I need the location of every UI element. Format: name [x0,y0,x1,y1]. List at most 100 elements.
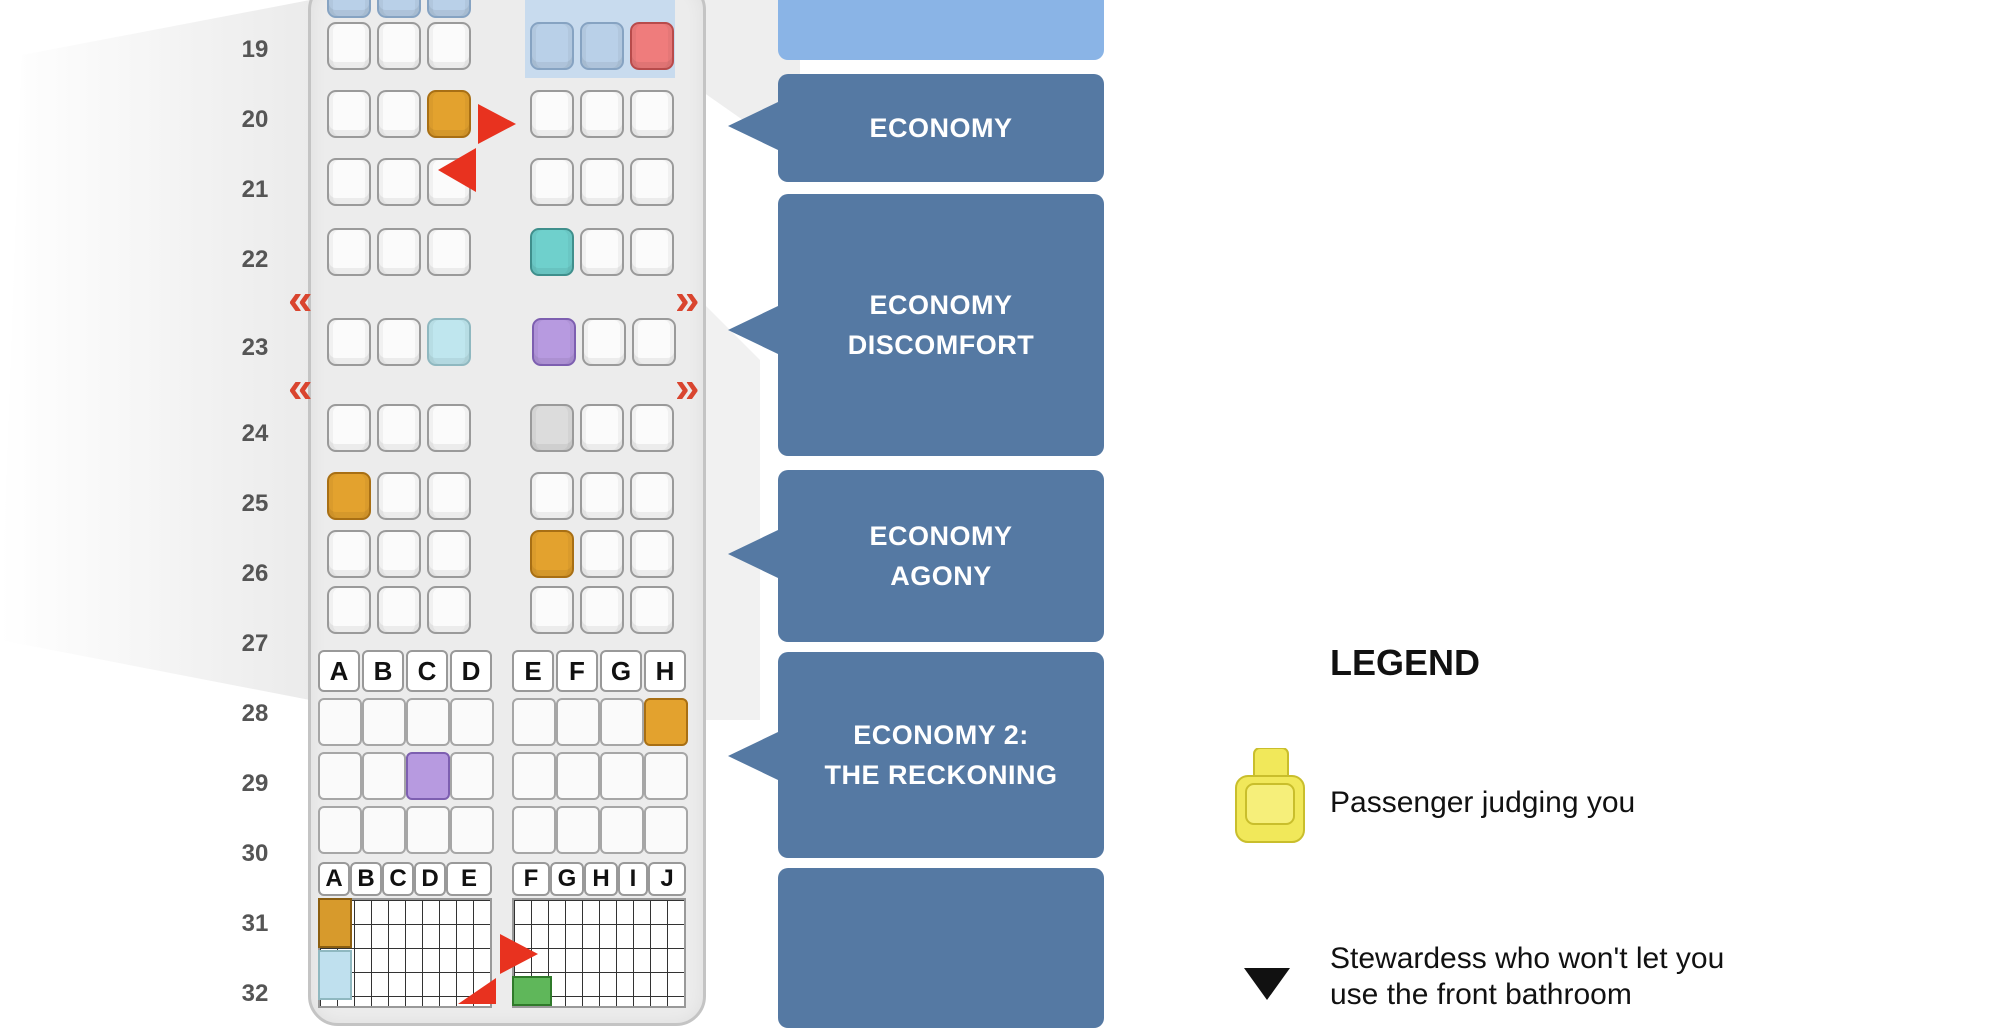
seat[interactable] [427,530,471,578]
seat[interactable] [362,698,406,746]
seat[interactable] [450,752,494,800]
seat[interactable] [327,530,371,578]
seat[interactable] [327,90,371,138]
seat[interactable] [327,228,371,276]
seat[interactable] [377,158,421,206]
column-header: B [350,862,382,896]
seat[interactable] [377,22,421,70]
seat[interactable] [530,22,574,70]
seat[interactable] [406,698,450,746]
seat[interactable] [556,698,600,746]
seat[interactable] [644,698,688,746]
seat[interactable] [530,404,574,452]
seat[interactable] [427,318,471,366]
seat[interactable] [318,806,362,854]
row-number: 19 [241,36,269,63]
seat[interactable] [377,586,421,634]
seat[interactable] [327,586,371,634]
seat[interactable] [512,806,556,854]
seat[interactable] [532,318,576,366]
section-pointer [728,732,778,780]
seat[interactable] [582,318,626,366]
seat[interactable] [327,318,371,366]
seat[interactable] [630,90,674,138]
seat[interactable] [377,404,421,452]
seat[interactable] [530,530,574,578]
seat[interactable] [556,806,600,854]
seat[interactable] [580,472,624,520]
seat[interactable] [580,90,624,138]
exit-row-left-marker: « [288,275,313,324]
seat[interactable] [512,976,552,1006]
seat[interactable] [530,158,574,206]
seat[interactable] [630,530,674,578]
seat[interactable] [427,0,471,18]
seat[interactable] [530,586,574,634]
stewardess-marker-icon [438,148,476,192]
row-number: 20 [241,106,269,133]
column-header: C [382,862,414,896]
seat[interactable] [530,228,574,276]
seat[interactable] [377,472,421,520]
row-number: 28 [241,700,269,727]
seat[interactable] [318,898,352,948]
seat[interactable] [630,158,674,206]
seat[interactable] [580,586,624,634]
section-panel-economy-discomfort: ECONOMY DISCOMFORT [778,194,1104,456]
section-panel-economy-agony: ECONOMY AGONY [778,470,1104,642]
seat[interactable] [580,530,624,578]
seat[interactable] [327,404,371,452]
seat[interactable] [530,90,574,138]
seat[interactable] [427,228,471,276]
seat[interactable] [377,0,421,18]
seat[interactable] [427,404,471,452]
seat[interactable] [318,950,352,1000]
seat[interactable] [327,22,371,70]
seat[interactable] [327,0,371,18]
exit-row-right-marker: » [675,275,700,324]
seat[interactable] [600,698,644,746]
seat[interactable] [644,806,688,854]
seat[interactable] [600,806,644,854]
seat[interactable] [318,752,362,800]
seat[interactable] [556,752,600,800]
section-label: DISCOMFORT [847,330,1035,360]
passenger-seat-icon [1235,748,1305,843]
seat[interactable] [630,404,674,452]
exit-row-right-marker: » [675,363,700,412]
seat[interactable] [600,752,644,800]
seat[interactable] [362,752,406,800]
stewardess-legend-icon [1244,968,1290,1000]
seat[interactable] [427,90,471,138]
seat[interactable] [427,22,471,70]
seat[interactable] [644,752,688,800]
seat[interactable] [580,22,624,70]
seat[interactable] [630,586,674,634]
seat[interactable] [377,530,421,578]
section-label: AGONY [890,561,992,591]
seat[interactable] [450,698,494,746]
seat[interactable] [630,472,674,520]
seat[interactable] [377,318,421,366]
seat[interactable] [327,158,371,206]
seat[interactable] [580,158,624,206]
seat[interactable] [377,228,421,276]
seat[interactable] [377,90,421,138]
seat[interactable] [512,752,556,800]
seat[interactable] [530,472,574,520]
seat[interactable] [632,318,676,366]
seat[interactable] [580,228,624,276]
seat[interactable] [427,472,471,520]
seat[interactable] [427,586,471,634]
seat[interactable] [406,752,450,800]
seat[interactable] [327,472,371,520]
seat[interactable] [630,22,674,70]
seat[interactable] [406,806,450,854]
seat[interactable] [318,698,362,746]
seat[interactable] [580,404,624,452]
stewardess-marker-icon [500,934,538,974]
seat[interactable] [630,228,674,276]
seat[interactable] [362,806,406,854]
seat[interactable] [450,806,494,854]
seat[interactable] [512,698,556,746]
